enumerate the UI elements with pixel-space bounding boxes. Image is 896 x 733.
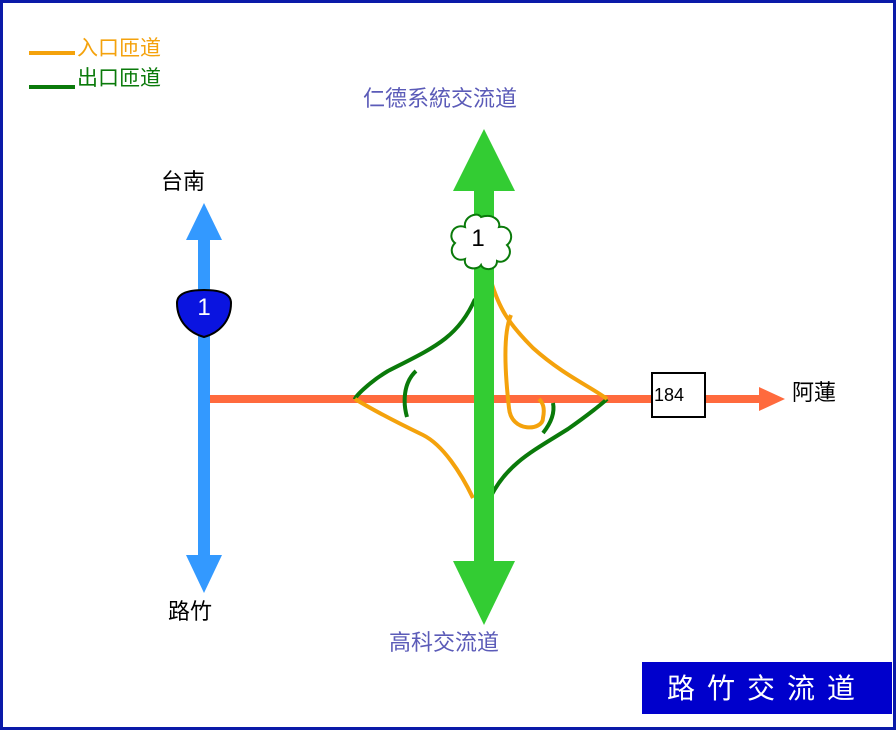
interchange-title: 路竹交流道 — [641, 661, 893, 715]
entrance-loop-ne — [503, 314, 546, 430]
road-184-east-arrowhead — [759, 387, 785, 411]
legend-exit-swatch — [29, 85, 75, 89]
label-north-left: 台南 — [161, 170, 206, 195]
provincial-south-arrowhead — [186, 555, 222, 593]
entrance-ramp-sw — [353, 397, 475, 499]
exit-ramp-nw-link — [402, 369, 418, 418]
provincial-north-arrowhead — [186, 203, 222, 240]
provincial-1-shield-number: 1 — [197, 294, 211, 321]
interchange-diagram — [175, 129, 785, 625]
freeway-north-arrowhead — [453, 129, 515, 191]
national-freeway-1 — [453, 129, 515, 625]
entrance-ramps — [353, 280, 609, 499]
label-east: 阿蓮 — [792, 381, 837, 406]
label-south-left: 路竹 — [168, 600, 213, 625]
exit-ramps — [353, 298, 609, 497]
legend-entrance-swatch — [29, 51, 75, 55]
label-south-main: 高科交流道 — [389, 631, 500, 656]
route-184-sign: 184 — [651, 372, 706, 418]
exit-ramp-nw — [353, 298, 477, 400]
freeway-1-shield — [450, 213, 513, 271]
entrance-ramp-ne — [489, 280, 609, 401]
legend-exit-label: 出口匝道 — [77, 66, 161, 90]
freeway-1-shield-number: 1 — [471, 225, 485, 252]
exit-ramp-se-link — [541, 402, 556, 435]
legend-entrance-label: 入口匝道 — [77, 36, 161, 60]
exit-ramp-se — [489, 397, 609, 497]
label-north-main: 仁德系統交流道 — [363, 87, 518, 112]
provincial-1-shield — [175, 288, 233, 339]
freeway-south-arrowhead — [453, 561, 515, 625]
